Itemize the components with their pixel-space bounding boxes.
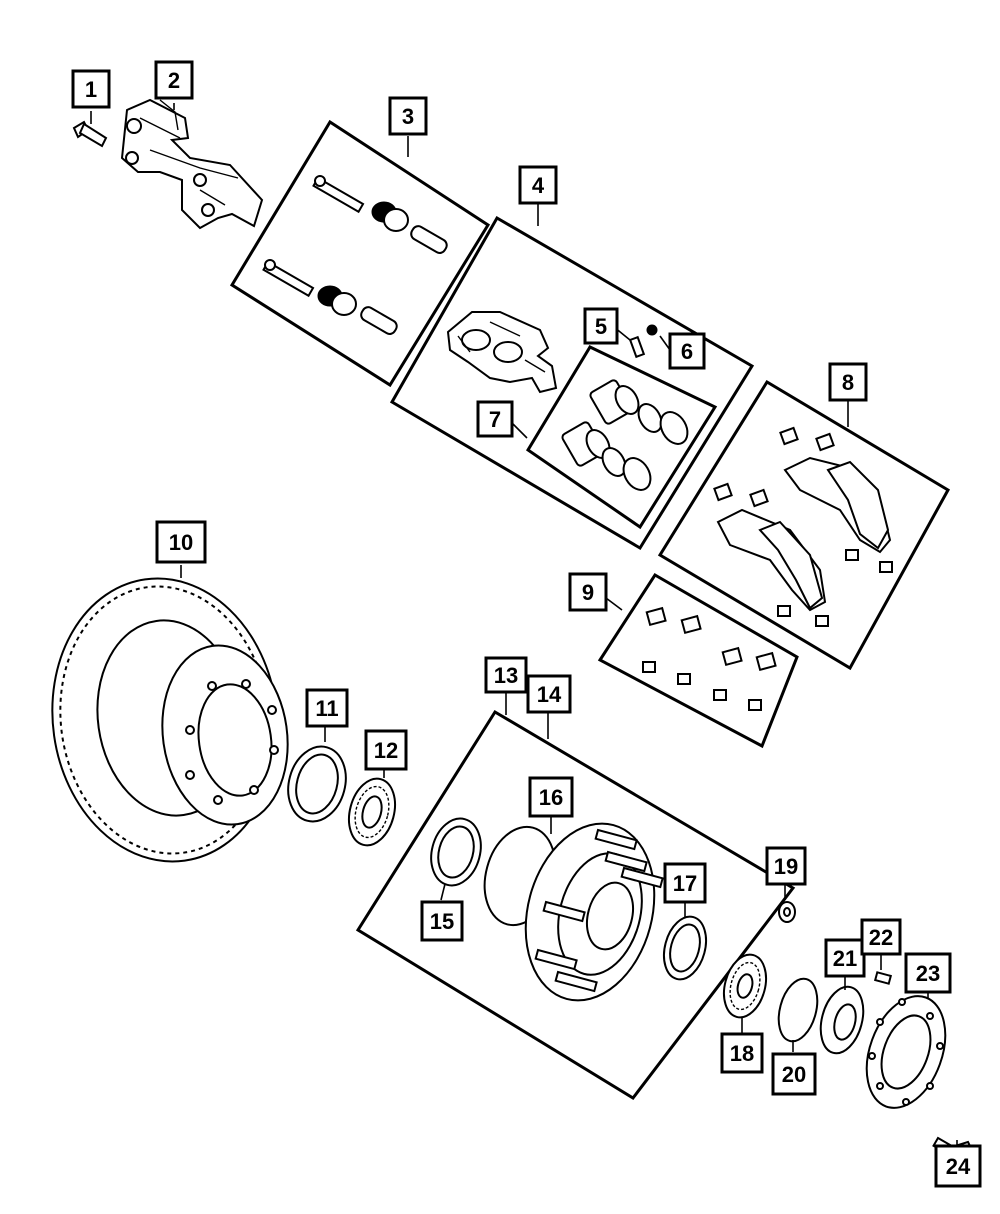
- pad-clip-kit-box: [597, 572, 799, 749]
- brake-pad-kit-parts: [713, 426, 893, 627]
- callout-14-label: 14: [537, 682, 562, 707]
- bearing-cone-inner-part: [722, 953, 768, 1019]
- callout-13: 13: [484, 656, 528, 694]
- callout-10: 10: [155, 520, 207, 564]
- callout-16-label: 16: [539, 785, 563, 810]
- callout-9-label: 9: [582, 580, 594, 605]
- callout-15-label: 15: [430, 909, 454, 934]
- bearing-cup-outer-part: [287, 745, 347, 823]
- hub-assembly-box: [355, 709, 796, 1100]
- caliper-bolt-part: [72, 120, 108, 148]
- callout-20: 20: [771, 1052, 817, 1096]
- caliper-adapter-part: [120, 98, 264, 230]
- lock-key-part: [873, 971, 893, 985]
- pad-clip-kit-parts: [642, 606, 777, 711]
- guide-pin-kit-parts: [262, 175, 448, 335]
- callout-11-label: 11: [315, 696, 338, 721]
- callout-3: 3: [388, 96, 428, 136]
- callout-7-label: 7: [489, 407, 501, 432]
- callout-17: 17: [663, 862, 707, 904]
- caliper-assembly-box: [389, 215, 755, 551]
- callout-6-label: 6: [681, 339, 693, 364]
- callout-4-label: 4: [532, 173, 545, 198]
- callout-21-label: 21: [833, 946, 857, 971]
- callout-18: 18: [720, 1032, 764, 1074]
- snap-ring-part: [777, 977, 819, 1043]
- callout-19: 19: [765, 846, 807, 886]
- brake-rotor-part: [51, 577, 289, 863]
- bleeder-cap-part: [646, 324, 658, 336]
- washer-part: [778, 901, 796, 923]
- piston-seal-kit-box: [525, 345, 718, 530]
- callout-8: 8: [828, 362, 868, 402]
- hub-part: [483, 822, 664, 1002]
- bearing-cone-outer-part: [347, 777, 397, 847]
- guide-pin-kit-box: [229, 119, 491, 388]
- callout-13-label: 13: [494, 663, 518, 688]
- callout-24: 24: [934, 1144, 982, 1188]
- callout-8-label: 8: [842, 370, 854, 395]
- callout-2-label: 2: [168, 68, 180, 93]
- callout-3-label: 3: [402, 104, 414, 129]
- callout-19-label: 19: [774, 854, 798, 879]
- callout-9: 9: [568, 572, 608, 612]
- callout-22-label: 22: [869, 925, 893, 950]
- callout-12: 12: [364, 729, 408, 771]
- callout-11: 11: [305, 688, 349, 728]
- piston-seal-kit-parts: [561, 379, 689, 491]
- callout-7: 7: [476, 400, 514, 438]
- callout-24-label: 24: [946, 1154, 971, 1179]
- callout-14: 14: [526, 674, 572, 714]
- callout-21: 21: [824, 938, 866, 978]
- callout-12-label: 12: [374, 738, 398, 763]
- callout-6: 6: [668, 332, 706, 370]
- callout-18-label: 18: [730, 1041, 754, 1066]
- callout-10-label: 10: [169, 530, 193, 555]
- callout-20-label: 20: [782, 1062, 806, 1087]
- gasket-part: [865, 995, 947, 1109]
- callout-5-label: 5: [595, 314, 607, 339]
- callout-2: 2: [154, 60, 194, 100]
- callout-17-label: 17: [673, 871, 697, 896]
- brake-pad-kit-box: [657, 379, 951, 671]
- callout-22: 22: [860, 918, 902, 956]
- callout-4: 4: [518, 165, 558, 205]
- callout-23-label: 23: [916, 961, 940, 986]
- callout-23: 23: [904, 952, 952, 994]
- callout-1-label: 1: [85, 77, 97, 102]
- callout-5: 5: [583, 307, 619, 345]
- bearing-cup-inner-part: [430, 817, 482, 887]
- bearing-cup-hub-part: [662, 915, 708, 981]
- callout-1: 1: [71, 69, 111, 109]
- bleeder-screw-part: [628, 335, 646, 359]
- callout-15: 15: [420, 900, 464, 942]
- caliper-part: [446, 311, 558, 394]
- hub-nut-part: [819, 985, 865, 1055]
- callout-16: 16: [528, 776, 574, 818]
